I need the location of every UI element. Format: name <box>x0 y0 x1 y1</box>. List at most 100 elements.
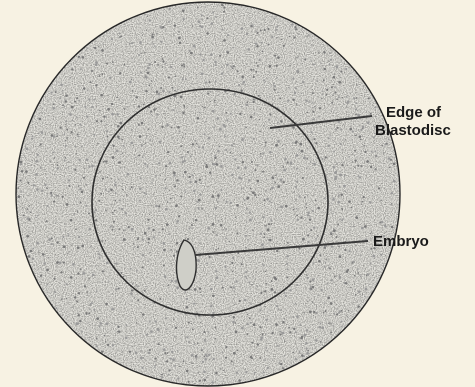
stipple-dot <box>312 111 314 113</box>
stipple-dot <box>218 146 220 148</box>
stipple-dot <box>306 274 307 275</box>
stipple-dot <box>162 26 164 28</box>
stipple-dot <box>148 242 150 244</box>
stipple-dot <box>342 218 344 220</box>
stipple-dot <box>297 57 298 58</box>
stipple-dot <box>106 136 108 138</box>
stipple-dot <box>357 272 359 274</box>
stipple-dot <box>311 60 312 61</box>
stipple-dot <box>339 174 342 177</box>
stipple-dot <box>347 100 349 102</box>
stipple-dot <box>296 30 297 31</box>
stipple-dot <box>98 253 100 255</box>
stipple-dot <box>124 64 126 66</box>
stipple-dot <box>174 35 175 36</box>
stipple-dot <box>216 234 218 236</box>
stipple-dot <box>282 321 285 324</box>
stipple-dot <box>21 170 24 173</box>
stipple-dot <box>155 175 157 177</box>
stipple-dot <box>235 322 236 323</box>
stipple-dot <box>354 288 356 290</box>
stipple-dot <box>174 365 176 367</box>
stipple-dot <box>318 50 319 51</box>
stipple-dot <box>114 210 116 212</box>
stipple-dot <box>265 271 266 272</box>
stipple-dot <box>222 29 224 31</box>
stipple-dot <box>20 161 23 164</box>
stipple-dot <box>141 53 142 54</box>
stipple-dot <box>326 89 328 91</box>
stipple-dot <box>256 91 257 92</box>
stipple-dot <box>340 70 342 72</box>
stipple-dot <box>190 155 192 157</box>
stipple-dot <box>215 163 218 166</box>
stipple-dot <box>204 358 207 361</box>
stipple-dot <box>296 284 298 286</box>
stipple-dot <box>145 143 146 144</box>
stipple-dot <box>305 342 308 345</box>
stipple-dot <box>105 303 108 306</box>
stipple-dot <box>331 102 333 104</box>
stipple-dot <box>157 64 159 66</box>
stipple-dot <box>356 84 358 86</box>
stipple-dot <box>184 171 187 174</box>
stipple-dot <box>186 370 189 373</box>
stipple-dot <box>276 345 278 347</box>
stipple-dot <box>246 323 248 325</box>
stipple-dot <box>292 99 294 101</box>
stipple-dot <box>252 69 254 71</box>
stipple-dot <box>22 215 24 217</box>
stipple-dot <box>277 185 280 188</box>
stipple-dot <box>309 281 311 283</box>
stipple-dot <box>252 191 255 194</box>
stipple-dot <box>144 153 145 154</box>
stipple-dot <box>307 195 308 196</box>
stipple-dot <box>269 151 272 154</box>
stipple-dot <box>215 372 218 375</box>
stipple-dot <box>273 18 275 20</box>
stipple-dot <box>53 201 55 203</box>
stipple-dot <box>371 151 373 153</box>
stipple-dot <box>97 143 99 145</box>
stipple-dot <box>247 314 248 315</box>
label-edge-of: Edge of <box>386 104 441 122</box>
stipple-dot <box>182 78 184 80</box>
stipple-dot <box>208 353 211 356</box>
stipple-dot <box>244 174 245 175</box>
stipple-dot <box>225 149 227 151</box>
stipple-dot <box>231 361 233 363</box>
stipple-dot <box>56 261 59 264</box>
stipple-dot <box>131 228 134 231</box>
stipple-dot <box>130 142 133 145</box>
stipple-dot <box>331 245 334 248</box>
stipple-dot <box>200 322 201 323</box>
stipple-dot <box>333 151 335 153</box>
stipple-dot <box>95 209 97 211</box>
stipple-dot <box>216 276 219 279</box>
stipple-dot <box>108 280 109 281</box>
stipple-dot <box>246 221 247 222</box>
stipple-dot <box>212 294 215 297</box>
stipple-dot <box>207 227 210 230</box>
stipple-dot <box>80 124 82 126</box>
stipple-dot <box>215 270 217 272</box>
stipple-dot <box>191 363 192 364</box>
stipple-dot <box>268 119 270 121</box>
stipple-dot <box>101 351 103 353</box>
stipple-dot <box>94 134 96 136</box>
stipple-dot <box>274 89 276 91</box>
stipple-dot <box>245 276 247 278</box>
stipple-dot <box>390 159 392 161</box>
stipple-dot <box>381 221 384 224</box>
stipple-dot <box>268 223 270 225</box>
stipple-dot <box>154 358 156 360</box>
stipple-dot <box>206 164 208 166</box>
stipple-dot <box>83 177 85 179</box>
stipple-dot <box>154 341 155 342</box>
stipple-dot <box>266 283 268 285</box>
stipple-dot <box>154 45 155 46</box>
stipple-dot <box>276 250 278 252</box>
stipple-dot <box>252 138 254 140</box>
stipple-dot <box>326 94 328 96</box>
stipple-dot <box>155 83 156 84</box>
